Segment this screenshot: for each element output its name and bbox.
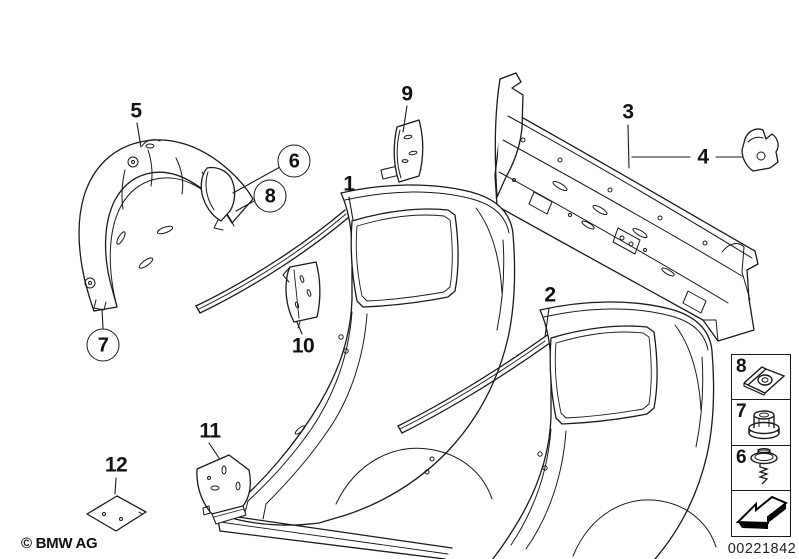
clip-nut-icon xyxy=(743,366,786,396)
part-2-side-panel[interactable] xyxy=(397,301,717,559)
part-1-side-panel[interactable] xyxy=(195,184,516,559)
part-9-bracket[interactable] xyxy=(380,119,424,183)
callout-6-circled[interactable]: 6 xyxy=(277,144,311,178)
callout-8-circled[interactable]: 8 xyxy=(253,179,287,213)
callout-12[interactable]: 12 xyxy=(104,453,128,477)
part-3-rear-panel[interactable] xyxy=(494,72,759,342)
part-10-bracket[interactable] xyxy=(282,261,321,329)
callout-5[interactable]: 5 xyxy=(130,99,142,123)
callout-9[interactable]: 9 xyxy=(401,82,413,106)
callout-7-circled[interactable]: 7 xyxy=(86,328,120,362)
part-12-plate[interactable] xyxy=(86,495,147,532)
part-5-wheel-arch-liner[interactable] xyxy=(78,139,254,312)
part-11-bracket[interactable] xyxy=(196,454,251,525)
back-arrow-icon xyxy=(735,496,788,530)
part-5-liner-edge-piece[interactable] xyxy=(200,166,236,231)
document-number: 00221842 xyxy=(727,541,797,557)
callout-11[interactable]: 11 xyxy=(199,419,221,443)
part-4-bracket[interactable] xyxy=(741,128,779,172)
legend-item-8-label: 8 xyxy=(736,356,747,377)
legend-item-7-label: 7 xyxy=(736,401,747,423)
callout-3[interactable]: 3 xyxy=(622,100,634,124)
callout-2[interactable]: 2 xyxy=(544,283,556,307)
flange-nut-icon xyxy=(748,410,780,440)
callout-1[interactable]: 1 xyxy=(343,172,355,196)
legend-nav-box[interactable] xyxy=(731,490,791,538)
leader-lines xyxy=(101,105,743,495)
callout-4[interactable]: 4 xyxy=(697,145,709,169)
bmw-copyright: © BMW AG xyxy=(21,535,98,552)
legend-item-8[interactable]: 8 xyxy=(731,354,791,401)
fastener-legend: 8 7 6 xyxy=(731,354,791,538)
legend-item-6[interactable]: 6 xyxy=(731,444,791,492)
callout-10[interactable]: 10 xyxy=(291,334,315,358)
legend-item-6-label: 6 xyxy=(736,446,747,468)
screw-icon xyxy=(750,447,778,485)
legend-item-7[interactable]: 7 xyxy=(731,399,791,447)
